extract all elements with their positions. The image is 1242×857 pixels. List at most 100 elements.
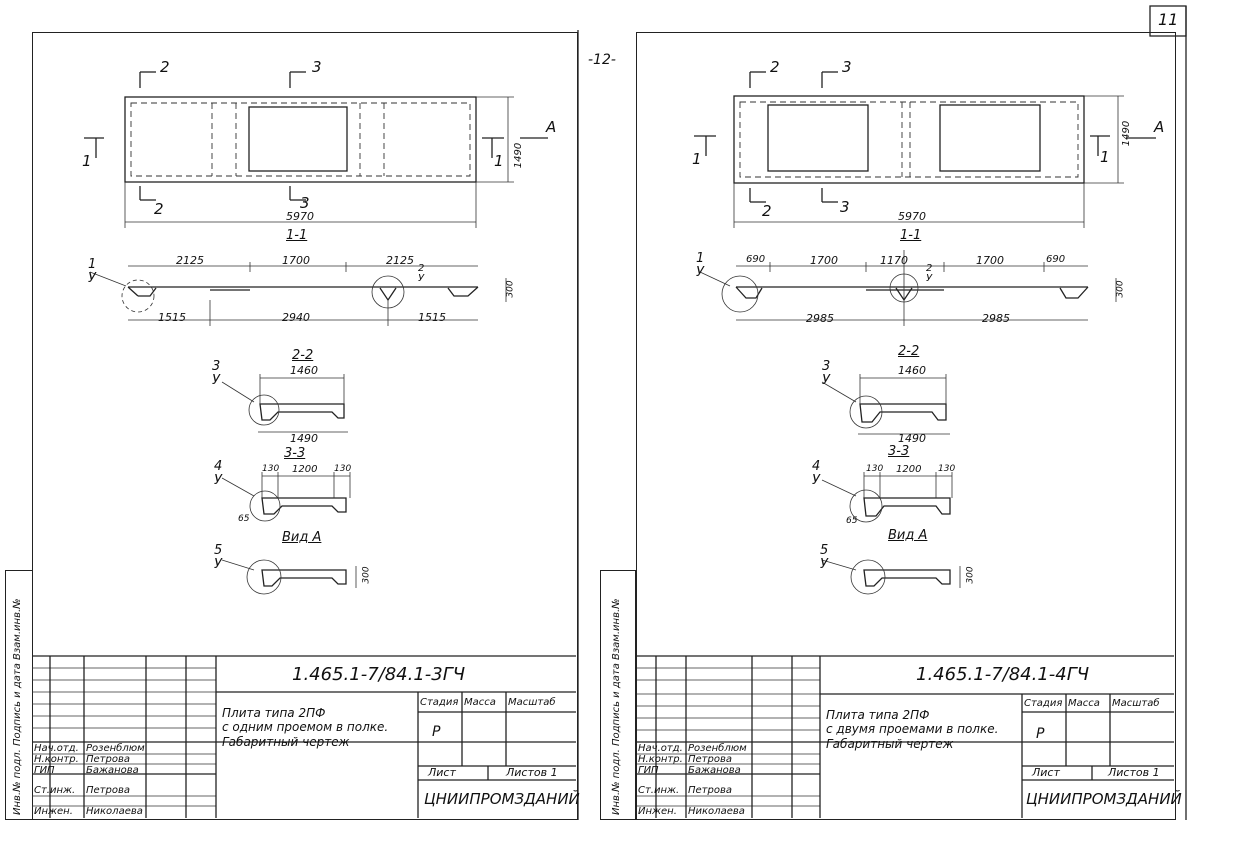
right-section-3-3-title: 3-3 xyxy=(888,444,910,459)
left-plan-length-dim: 5970 xyxy=(286,210,314,223)
left-section-1-1 xyxy=(89,262,507,326)
left-sheets-label: Листов 1 xyxy=(506,766,558,779)
left-node-3-num: 3 xyxy=(212,359,221,374)
left-node-3-sub: У xyxy=(212,373,220,388)
right-cut-label-1-right: 1 xyxy=(1100,148,1110,166)
right-role-4: Ст.инж. xyxy=(638,785,680,796)
right-plan-height-dim: 1490 xyxy=(1121,120,1133,147)
left-section-1-1-title: 1-1 xyxy=(286,228,308,243)
left-role-3: ГИП xyxy=(34,765,55,776)
right-node-4-num: 4 xyxy=(812,459,821,474)
right-title-line-3: Габаритный чертеж xyxy=(826,737,954,751)
right-s22-bot-dim: 1490 xyxy=(898,432,926,445)
right-s11-dim-bot-left: 2985 xyxy=(806,312,834,325)
left-cut-label-3-top: 3 xyxy=(312,58,322,76)
left-mass-header: Масса xyxy=(464,697,496,708)
right-side-stamp-text: Инв.№ подл. Подпись и дата Взам.инв.№ xyxy=(611,598,622,815)
right-s33-dim-b: 1200 xyxy=(896,464,922,475)
left-node-1-sub: У xyxy=(88,271,96,286)
left-node-4-sub: У xyxy=(214,473,222,488)
right-doc-code: 1.465.1-7/84.1-4ГЧ xyxy=(916,664,1090,685)
left-s22-bot-dim: 1490 xyxy=(290,432,318,445)
right-node-1-sub: У xyxy=(696,265,704,280)
right-sheet-label: Лист xyxy=(1032,766,1060,779)
right-s33-dim-c: 130 xyxy=(938,464,956,474)
right-role-2: Н.контр. xyxy=(638,754,683,765)
right-role-3: ГИП xyxy=(638,765,659,776)
left-s33-dim-h: 65 xyxy=(238,514,250,524)
right-s22-top-dim: 1460 xyxy=(898,364,926,377)
left-s11-dim-mid: 1700 xyxy=(282,254,310,267)
right-s11-dim-b: 1700 xyxy=(810,254,838,267)
right-role-1: Нач.отд. xyxy=(638,743,683,754)
left-s22-top-dim: 1460 xyxy=(290,364,318,377)
right-s33-dim-a: 130 xyxy=(866,464,884,474)
right-node-2-sub: У xyxy=(926,273,933,284)
left-node-1-num: 1 xyxy=(88,257,97,272)
left-plan-view xyxy=(84,71,548,228)
right-section-2-2 xyxy=(821,374,950,435)
left-stage-header: Стадия xyxy=(420,697,459,708)
left-name-2: Петрова xyxy=(86,754,130,765)
left-scale-header: Масштаб xyxy=(508,697,556,708)
right-name-5: Николаева xyxy=(688,806,745,817)
right-node-4-sub: У xyxy=(812,473,820,488)
right-node-3-sub: У xyxy=(822,373,830,388)
right-s11-dim-e: 690 xyxy=(1046,254,1066,265)
right-cut-label-3-top: 3 xyxy=(842,58,852,76)
left-organization: ЦНИИПРОМЗДАНИЙ xyxy=(424,790,580,808)
right-cut-label-3-bottom: 3 xyxy=(840,198,850,216)
left-s11-dim-bot-left: 1515 xyxy=(158,311,186,324)
left-node-2-num: 2 xyxy=(418,263,425,274)
left-doc-code: 1.465.1-7/84.1-3ГЧ xyxy=(292,664,466,685)
left-view-a xyxy=(221,559,357,595)
right-s11-dim-d: 1700 xyxy=(976,254,1004,267)
left-name-5: Николаева xyxy=(86,806,143,817)
right-s11-dim-bot-right: 2985 xyxy=(982,312,1010,325)
left-role-5: Инжен. xyxy=(34,806,73,817)
left-s33-dim-b: 1200 xyxy=(292,464,318,475)
left-s33-dim-a: 130 xyxy=(262,464,280,474)
right-s11-height-dim: 300 xyxy=(1115,280,1126,298)
left-cut-label-2-bottom: 2 xyxy=(154,200,164,218)
left-s11-dim-bot-mid: 2940 xyxy=(282,311,310,324)
left-name-1: Розенблюм xyxy=(86,743,145,754)
right-cut-label-1-left: 1 xyxy=(692,150,702,168)
left-node-5-num: 5 xyxy=(214,543,223,558)
left-section-3-3-title: 3-3 xyxy=(284,446,306,461)
right-scale-header: Масштаб xyxy=(1112,698,1160,709)
right-s11-dim-c: 1170 xyxy=(880,254,908,267)
left-role-4: Ст.инж. xyxy=(34,785,76,796)
right-title-line-2: с двумя проемами в полке. xyxy=(826,722,999,736)
left-section-2-2-title: 2-2 xyxy=(292,348,314,363)
right-title-block-lines xyxy=(636,655,1174,818)
right-side-page-number: -12- xyxy=(588,52,616,68)
right-title-line-1: Плита типа 2ПФ xyxy=(826,708,930,722)
left-role-2: Н.контр. xyxy=(34,754,79,765)
left-cut-label-2-top: 2 xyxy=(160,58,170,76)
left-title-line-3: Габаритный чертеж xyxy=(222,735,350,749)
right-name-1: Розенблюм xyxy=(688,743,747,754)
right-node-5-num: 5 xyxy=(820,543,829,558)
left-name-4: Петрова xyxy=(86,785,130,796)
left-cut-label-1-right: 1 xyxy=(494,152,504,170)
right-node-3-num: 3 xyxy=(822,359,831,374)
left-view-a-title: Вид А xyxy=(282,530,322,545)
left-section-2-2 xyxy=(221,374,348,433)
right-side-stamp: Инв.№ подл. Подпись и дата Взам.инв.№ xyxy=(600,570,636,820)
left-view-a-height-dim: 300 xyxy=(361,566,372,584)
right-s11-dim-a: 690 xyxy=(746,254,766,265)
right-node-5-sub: У xyxy=(820,557,828,572)
left-role-1: Нач.отд. xyxy=(34,743,79,754)
right-section-3-3 xyxy=(821,472,953,523)
left-node-4-num: 4 xyxy=(214,459,223,474)
